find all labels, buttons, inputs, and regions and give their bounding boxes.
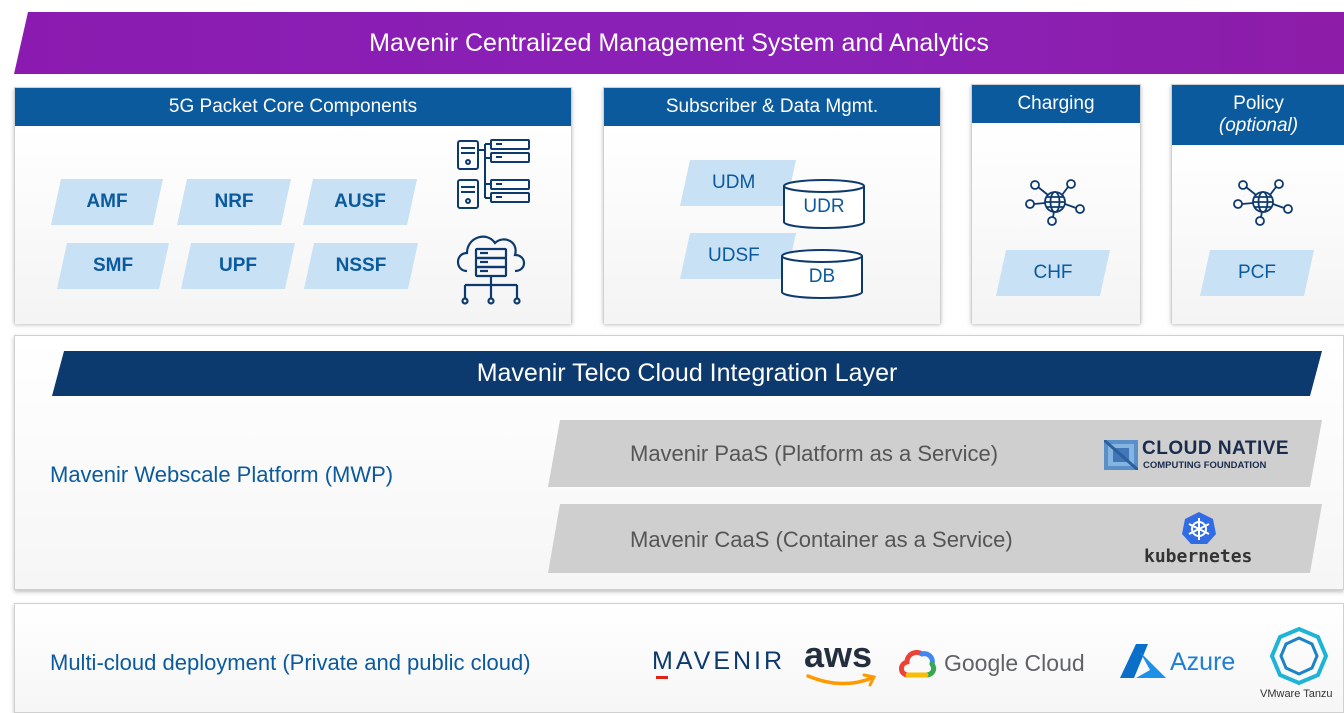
top-banner: Mavenir Centralized Management System an… [14, 12, 1344, 74]
banner-title: Mavenir Centralized Management System an… [369, 28, 989, 57]
cncf-line1: CLOUD NATIVE [1142, 438, 1290, 459]
udsf-label: UDSF [708, 245, 760, 266]
policy-subtitle: (optional) [1218, 115, 1299, 136]
multicloud-label: Multi-cloud deployment (Private and publ… [50, 650, 531, 675]
policy-header: Policy (optional) [1172, 85, 1344, 145]
kubernetes-icon [1182, 512, 1216, 544]
mavenir-logo: MAVENIR [652, 647, 786, 675]
nf-nrf: NRF [177, 179, 291, 225]
integration-title: Mavenir Telco Cloud Integration Layer [476, 359, 898, 387]
google-cloud-icon [899, 649, 937, 678]
azure-icon [1120, 644, 1166, 678]
nf-udsf: UDSF [680, 233, 796, 279]
policy-title: Policy [1233, 93, 1284, 114]
network-globe-icon [1025, 179, 1085, 226]
nf-nssf: NSSF [304, 243, 418, 289]
udr-database-icon [783, 179, 865, 229]
db-label: DB [808, 266, 836, 287]
packet-core-title: 5G Packet Core Components [168, 96, 418, 117]
charging-title: Charging [1017, 93, 1095, 114]
mwp-label: Mavenir Webscale Platform (MWP) [50, 462, 394, 487]
charging-header: Charging [972, 85, 1140, 123]
integration-layer-bar: Mavenir Telco Cloud Integration Layer [52, 351, 1322, 396]
aws-logo: aws [804, 634, 873, 675]
vmware-tanzu-icon [1269, 626, 1329, 686]
nf-chf: CHF [996, 250, 1110, 296]
azure-label: Azure [1170, 648, 1236, 676]
vmware-tanzu-label: VMware Tanzu [1260, 688, 1333, 700]
caas-label: Mavenir CaaS (Container as a Service) [630, 527, 1013, 552]
subscriber-header: Subscriber & Data Mgmt. [604, 88, 940, 126]
paas-label: Mavenir PaaS (Platform as a Service) [630, 441, 999, 466]
cncf-logo-icon [1104, 440, 1138, 470]
cloud-server-icon [456, 235, 526, 305]
paas-bar: Mavenir PaaS (Platform as a Service) [548, 420, 1322, 487]
udr-label: UDR [803, 196, 845, 217]
nf-upf: UPF [181, 243, 295, 289]
kubernetes-label: kubernetes [1144, 546, 1253, 567]
server-rack-icon [457, 139, 530, 209]
nf-amf: AMF [51, 179, 163, 225]
packet-core-header: 5G Packet Core Components [15, 88, 571, 126]
nf-ausf: AUSF [303, 179, 417, 225]
mavenir-logo-underline [656, 676, 668, 679]
udm-label: UDM [712, 172, 756, 193]
db-database-icon [781, 249, 863, 299]
aws-smile-icon [806, 673, 877, 687]
network-globe-icon [1233, 179, 1293, 226]
nf-pcf: PCF [1200, 250, 1314, 296]
google-cloud-label: Google Cloud [944, 650, 1085, 676]
subscriber-title: Subscriber & Data Mgmt. [665, 96, 879, 117]
nf-smf: SMF [57, 243, 169, 289]
cncf-line2: COMPUTING FOUNDATION [1143, 460, 1267, 471]
nf-udm: UDM [680, 160, 796, 206]
